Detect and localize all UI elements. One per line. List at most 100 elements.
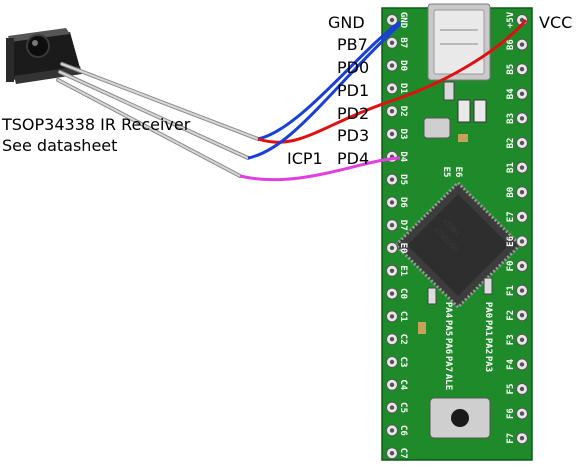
pin-hole xyxy=(519,411,525,416)
pin-label-left: D5 xyxy=(398,174,408,185)
pin-hole xyxy=(389,17,395,23)
pin-label-right: F2 xyxy=(506,310,516,321)
pin-hole xyxy=(389,314,395,319)
pin-hole xyxy=(389,40,395,45)
pin-label-left: C0 xyxy=(398,288,408,299)
pin-hole xyxy=(519,436,525,441)
pin-label-left: D7 xyxy=(398,220,408,231)
pin-label-left: C5 xyxy=(398,402,408,413)
pin-label-left: D3 xyxy=(398,129,408,140)
pin-label-left: C3 xyxy=(398,357,408,368)
pd4-label: PD4 xyxy=(337,149,369,168)
pin-label-inner: PA3 xyxy=(483,356,493,372)
pin-label-left: C2 xyxy=(398,334,408,345)
pin-label-left: E1 xyxy=(398,265,408,276)
board-mark: E6 xyxy=(453,167,463,178)
pin-hole xyxy=(389,359,395,365)
pin-hole xyxy=(519,116,525,121)
board-mark: E5 xyxy=(441,167,451,178)
pin-label-inner: PA6 xyxy=(443,338,453,354)
pin-hole xyxy=(519,313,525,318)
pin-hole xyxy=(389,382,395,387)
pin-label-left: D2 xyxy=(398,106,408,117)
pin-label-right: F5 xyxy=(506,384,516,395)
vcc-wire xyxy=(257,19,528,144)
pin-label-right: F6 xyxy=(506,408,516,419)
pin-hole xyxy=(389,109,395,114)
pin-label-right: F3 xyxy=(506,334,516,345)
pin-label-inner: PA7 xyxy=(443,356,453,372)
pin-label-right: F4 xyxy=(506,358,516,369)
pin-hole xyxy=(389,131,395,137)
receiver-note: See datasheet xyxy=(2,136,117,155)
pin-label-right: F0 xyxy=(506,261,516,272)
pin-hole xyxy=(519,362,525,367)
pin-label-right: B3 xyxy=(506,113,516,124)
pb7-label: PB7 xyxy=(337,35,368,54)
pin-label-left: D6 xyxy=(398,197,408,208)
pin-label-right: F1 xyxy=(506,285,516,296)
pin-hole xyxy=(389,223,395,228)
pin-hole xyxy=(389,177,395,182)
pin-label-left: GND xyxy=(398,12,408,29)
pin-label-left: E0 xyxy=(398,243,408,254)
pin-label-left: C4 xyxy=(398,379,408,390)
pin-label-left: D4 xyxy=(398,151,408,162)
pin-label-left: C7 xyxy=(398,448,408,459)
pin-hole xyxy=(519,91,525,97)
pin-hole xyxy=(519,67,525,72)
icp1-label: ICP1 xyxy=(287,149,323,168)
pin-hole xyxy=(519,42,525,47)
pin-label-inner: PA1 xyxy=(483,320,493,336)
pin-hole xyxy=(519,263,525,269)
gnd-wire-leg xyxy=(247,22,402,160)
pin-label-right: B4 xyxy=(506,88,516,99)
receiver-legs xyxy=(56,62,260,178)
pin-hole xyxy=(389,86,395,91)
pin-hole xyxy=(389,200,395,205)
receiver-lens xyxy=(26,34,50,58)
pd3-label: PD3 xyxy=(337,126,369,145)
pin-hole xyxy=(389,337,395,342)
pin-hole xyxy=(519,214,525,219)
pd0-label: PD0 xyxy=(337,58,369,77)
pin-label-inner: PA4 xyxy=(443,302,453,319)
pin-label-left: C6 xyxy=(398,425,408,436)
pin-label-right: +5V xyxy=(506,11,516,28)
pin-label-left: B7 xyxy=(398,37,408,48)
gnd-label: GND xyxy=(328,13,365,32)
pin-label-right: B5 xyxy=(506,64,516,75)
pin-label-right: F7 xyxy=(506,433,516,444)
pin-label-left: D0 xyxy=(398,60,408,71)
pin-hole xyxy=(389,291,395,296)
pin-hole xyxy=(519,140,525,146)
pin-hole xyxy=(389,268,395,273)
pin-label-right: E6 xyxy=(506,236,516,247)
ir-receiver xyxy=(6,28,82,84)
board-pins: GND B7D0D1D2D3D4D5D6D7E0E1C0C1C2C3C4C5C6C… xyxy=(386,11,528,460)
pin-hole xyxy=(519,288,525,293)
pin-label-inner: ALE xyxy=(443,374,453,390)
pin-label-inner: PA0 xyxy=(483,302,493,318)
pin-hole xyxy=(389,245,395,251)
pin-label-left: D1 xyxy=(398,83,408,94)
pin-label-right: B6 xyxy=(506,39,516,50)
pin-hole xyxy=(519,165,525,170)
signal-wire xyxy=(239,156,401,182)
teensy-board: ATMEL AT90USB xyxy=(381,3,533,461)
pin-label-right: B2 xyxy=(506,138,516,149)
pin-hole xyxy=(389,451,395,456)
microcontroller-chip: ATMEL AT90USB xyxy=(393,180,523,310)
pin-label-left: C1 xyxy=(398,311,408,322)
pin-hole xyxy=(519,386,525,392)
pin-hole xyxy=(519,190,525,195)
pin-hole xyxy=(389,428,395,433)
gnd-wire xyxy=(257,20,401,141)
pin-hole xyxy=(389,63,395,68)
pin-hole xyxy=(519,337,525,342)
pin-hole xyxy=(519,239,525,244)
pin-label-right: E7 xyxy=(506,211,516,222)
pin-label-right: B1 xyxy=(506,162,516,173)
